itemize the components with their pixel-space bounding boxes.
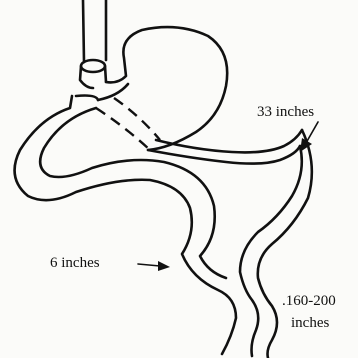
- small-intestine: [15, 96, 312, 358]
- stomach: [96, 27, 227, 150]
- label-middle-length: 6 inches: [50, 255, 100, 271]
- esophagus: [80, 0, 106, 88]
- label-lower-length-line1: .160-200: [282, 293, 336, 309]
- label-upper-length: 33 inches: [257, 104, 314, 120]
- arrow-6-inches: [138, 261, 170, 271]
- label-lower-length-line2: inches: [291, 315, 329, 331]
